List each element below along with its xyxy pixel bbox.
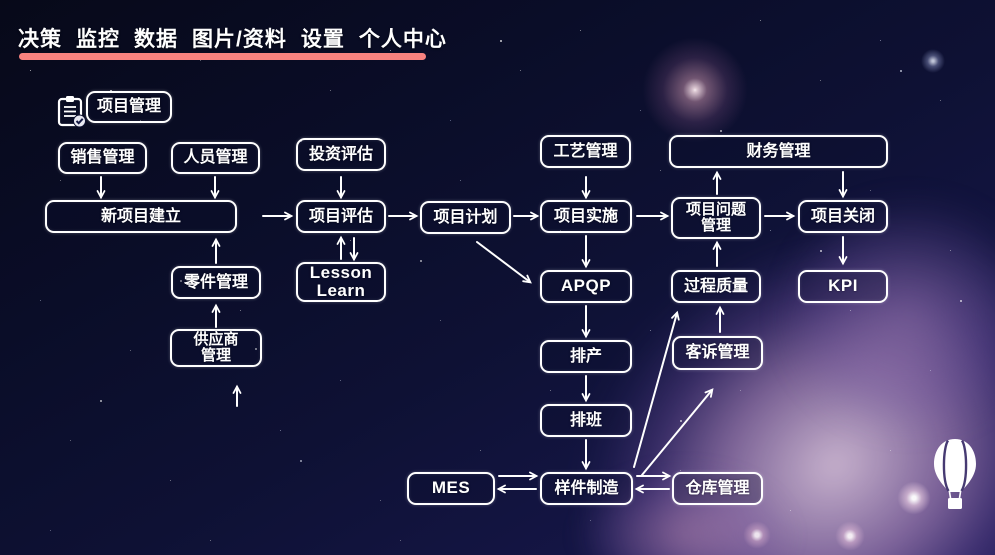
node-parts_mgmt[interactable]: 零件管理 xyxy=(171,266,261,299)
node-sample_production[interactable]: 样件制造 xyxy=(540,472,633,505)
node-warehouse_mgmt[interactable]: 仓库管理 xyxy=(672,472,763,505)
hot-air-balloon-icon xyxy=(934,439,976,509)
node-issue_mgmt[interactable]: 项目问题管理 xyxy=(671,197,761,239)
node-shift_scheduling[interactable]: 排班 xyxy=(540,404,632,437)
clipboard-check-icon xyxy=(57,96,86,128)
node-project_plan[interactable]: 项目计划 xyxy=(420,201,511,234)
node-supplier_mgmt[interactable]: 供应商管理 xyxy=(170,329,262,367)
node-complaint_mgmt[interactable]: 客诉管理 xyxy=(672,336,763,370)
node-investment_eval[interactable]: 投资评估 xyxy=(296,138,386,171)
menu-item-monitor[interactable]: 监控 xyxy=(76,28,120,51)
node-project_impl[interactable]: 项目实施 xyxy=(540,200,632,233)
node-kpi[interactable]: KPI xyxy=(798,270,888,303)
menu-item-settings[interactable]: 设置 xyxy=(300,28,345,51)
top-menu: 决策 监控 数据 图片/资料 设置 个人中心 xyxy=(18,23,447,53)
node-finance_mgmt[interactable]: 财务管理 xyxy=(669,135,888,168)
menu-item-decision[interactable]: 决策 xyxy=(18,28,62,51)
node-project_mgmt[interactable]: 项目管理 xyxy=(86,91,172,123)
menu-item-profile[interactable]: 个人中心 xyxy=(358,28,447,51)
node-project_eval[interactable]: 项目评估 xyxy=(296,200,386,233)
node-process_quality[interactable]: 过程质量 xyxy=(671,270,761,303)
node-project_close[interactable]: 项目关闭 xyxy=(798,200,888,233)
node-apqp[interactable]: APQP xyxy=(540,270,632,303)
node-production_scheduling[interactable]: 排产 xyxy=(540,340,632,373)
node-sales_mgmt[interactable]: 销售管理 xyxy=(58,142,147,174)
node-personnel_mgmt[interactable]: 人员管理 xyxy=(171,142,260,174)
node-process_tech_mgmt[interactable]: 工艺管理 xyxy=(540,135,631,168)
node-new_project[interactable]: 新项目建立 xyxy=(45,200,237,233)
menu-item-data[interactable]: 数据 xyxy=(134,28,178,51)
menu-item-pictures[interactable]: 图片/资料 xyxy=(192,28,287,51)
menu-underline xyxy=(19,53,426,60)
node-mes[interactable]: MES xyxy=(407,472,495,505)
